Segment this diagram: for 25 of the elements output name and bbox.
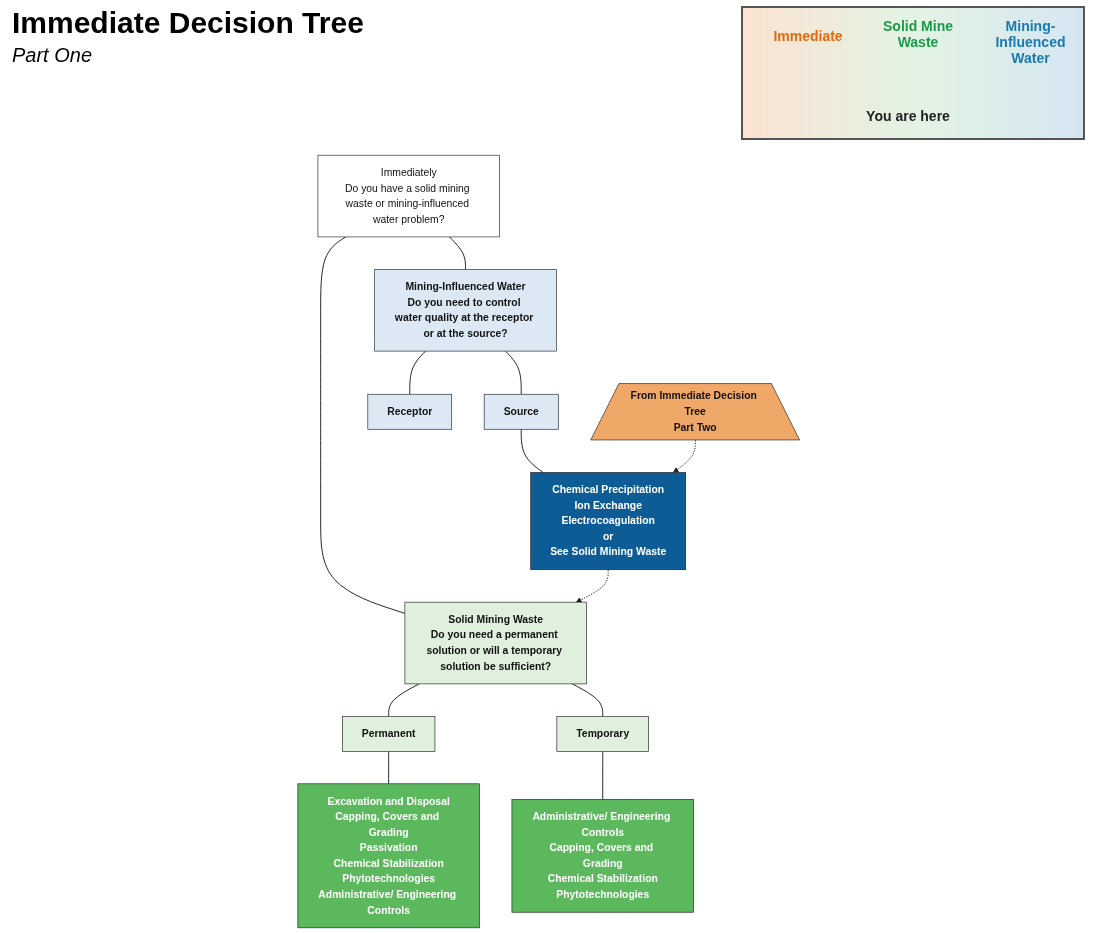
diagram-title: Immediate Decision Tree bbox=[12, 6, 364, 40]
node-box: Receptor bbox=[367, 393, 452, 430]
node-box: Permanent bbox=[341, 716, 436, 752]
node-box: Mining-Influenced Water Do you need to control water quality at the receptor or at the source? bbox=[374, 269, 557, 352]
connector bbox=[319, 236, 406, 614]
connector bbox=[602, 750, 603, 800]
thumbnail-label: You are here bbox=[865, 108, 951, 124]
node-box: Source bbox=[483, 393, 559, 430]
thumbnail-label: Solid Mine Waste bbox=[882, 18, 954, 50]
connector bbox=[504, 350, 522, 395]
connector bbox=[409, 350, 426, 395]
node-box: Temporary bbox=[556, 716, 649, 752]
subtitle: Part One bbox=[12, 44, 94, 67]
node-box: Excavation and Disposal Capping, Covers and Grading Passivation Chemical Stabilization Phytotechnologies Administrative/ Engineering Controls bbox=[297, 783, 480, 929]
thumbnail-label: Mining-Influenced Water bbox=[994, 18, 1067, 66]
node-box: Solid Mining Waste Do you need a permanent solution or will a temporary solution be sufficient? bbox=[404, 601, 587, 685]
connector bbox=[387, 750, 389, 785]
node-box: Administrative/ Engineering Controls Capping, Covers and Grading Chemical Stabilization Phytotechnologies bbox=[511, 799, 694, 913]
connector bbox=[571, 683, 603, 717]
connector bbox=[387, 683, 420, 717]
thumbnail-label: Immediate bbox=[772, 28, 844, 44]
connector bbox=[520, 428, 544, 473]
node-box: Chemical Precipitation Ion Exchange Electrocoagulation or See Solid Mining Waste bbox=[530, 472, 686, 571]
node-box: Immediately Do you have a solid mining waste or mining-influenced water problem? bbox=[317, 154, 500, 238]
connector bbox=[448, 236, 466, 270]
